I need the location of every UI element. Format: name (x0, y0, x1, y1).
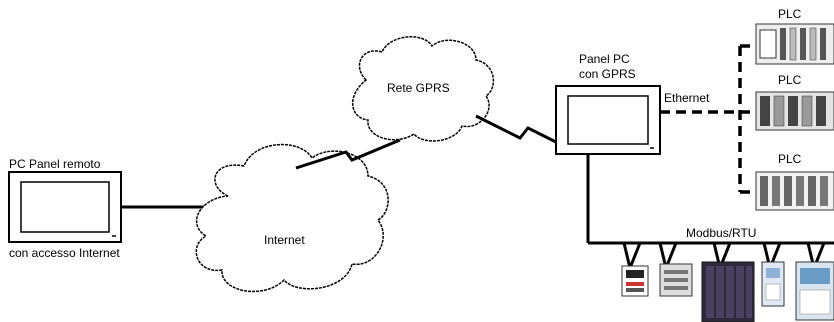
remote-pc-panel (8, 171, 122, 243)
internet-cloud (195, 143, 389, 293)
plc-3-label: PLC (778, 152, 802, 166)
panel-pc-label-1: Panel PC (579, 52, 630, 66)
gprs-to-panelpc-link (475, 114, 557, 144)
field-device-1 (621, 265, 649, 297)
plc-1-label: PLC (778, 7, 802, 21)
field-device-4 (761, 261, 785, 307)
plc-2 (755, 91, 834, 131)
internet-to-gprs-link (295, 138, 401, 170)
remote-panel-subtitle: con accesso Internet (9, 246, 120, 260)
remote-panel-title: PC Panel remoto (9, 157, 101, 171)
ethernet-bus (660, 44, 754, 194)
field-device-2 (659, 263, 693, 297)
panel-pc-gprs (555, 85, 661, 155)
internet-label: Internet (264, 233, 305, 247)
modbus-bus (586, 154, 834, 273)
field-device-5 (795, 261, 834, 321)
plc-1 (755, 23, 834, 65)
modbus-label: Modbus/RTU (686, 226, 756, 240)
gprs-cloud (351, 36, 495, 142)
gprs-label: Rete GPRS (387, 81, 450, 95)
field-device-3 (701, 261, 755, 322)
plc-3 (755, 171, 834, 211)
panel-pc-label-2: con GPRS (579, 67, 636, 81)
ethernet-label: Ethernet (664, 91, 710, 105)
plc-2-label: PLC (778, 73, 802, 87)
